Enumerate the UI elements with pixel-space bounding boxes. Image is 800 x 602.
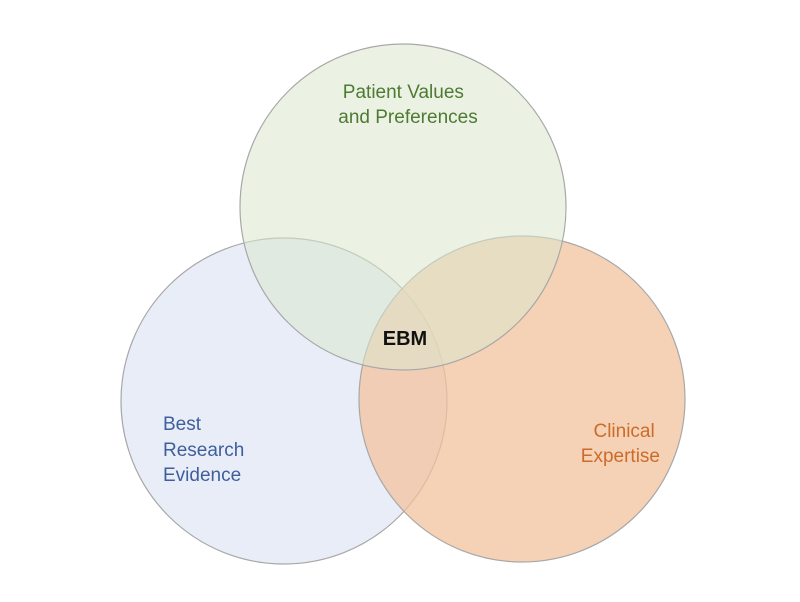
clinical-expertise-label-line-1: Clinical [593, 421, 654, 442]
research-evidence-label-line-3: Evidence [163, 465, 241, 486]
patient-values-label-line-1: Patient Values [343, 82, 464, 103]
clinical-expertise-label: Clinical Expertise [581, 421, 660, 467]
research-evidence-label-line-1: Best [163, 414, 202, 435]
clinical-expertise-label-line-2: Expertise [581, 446, 660, 467]
ebm-center-label: EBM [383, 328, 427, 350]
patient-values-label-line-2: and Preferences [338, 107, 477, 128]
research-evidence-label: Best Research Evidence [163, 414, 250, 486]
research-evidence-label-line-2: Research [163, 440, 244, 461]
patient-values-label: Patient Values and Preferences [338, 82, 477, 128]
patient-values-circle [239, 43, 567, 371]
